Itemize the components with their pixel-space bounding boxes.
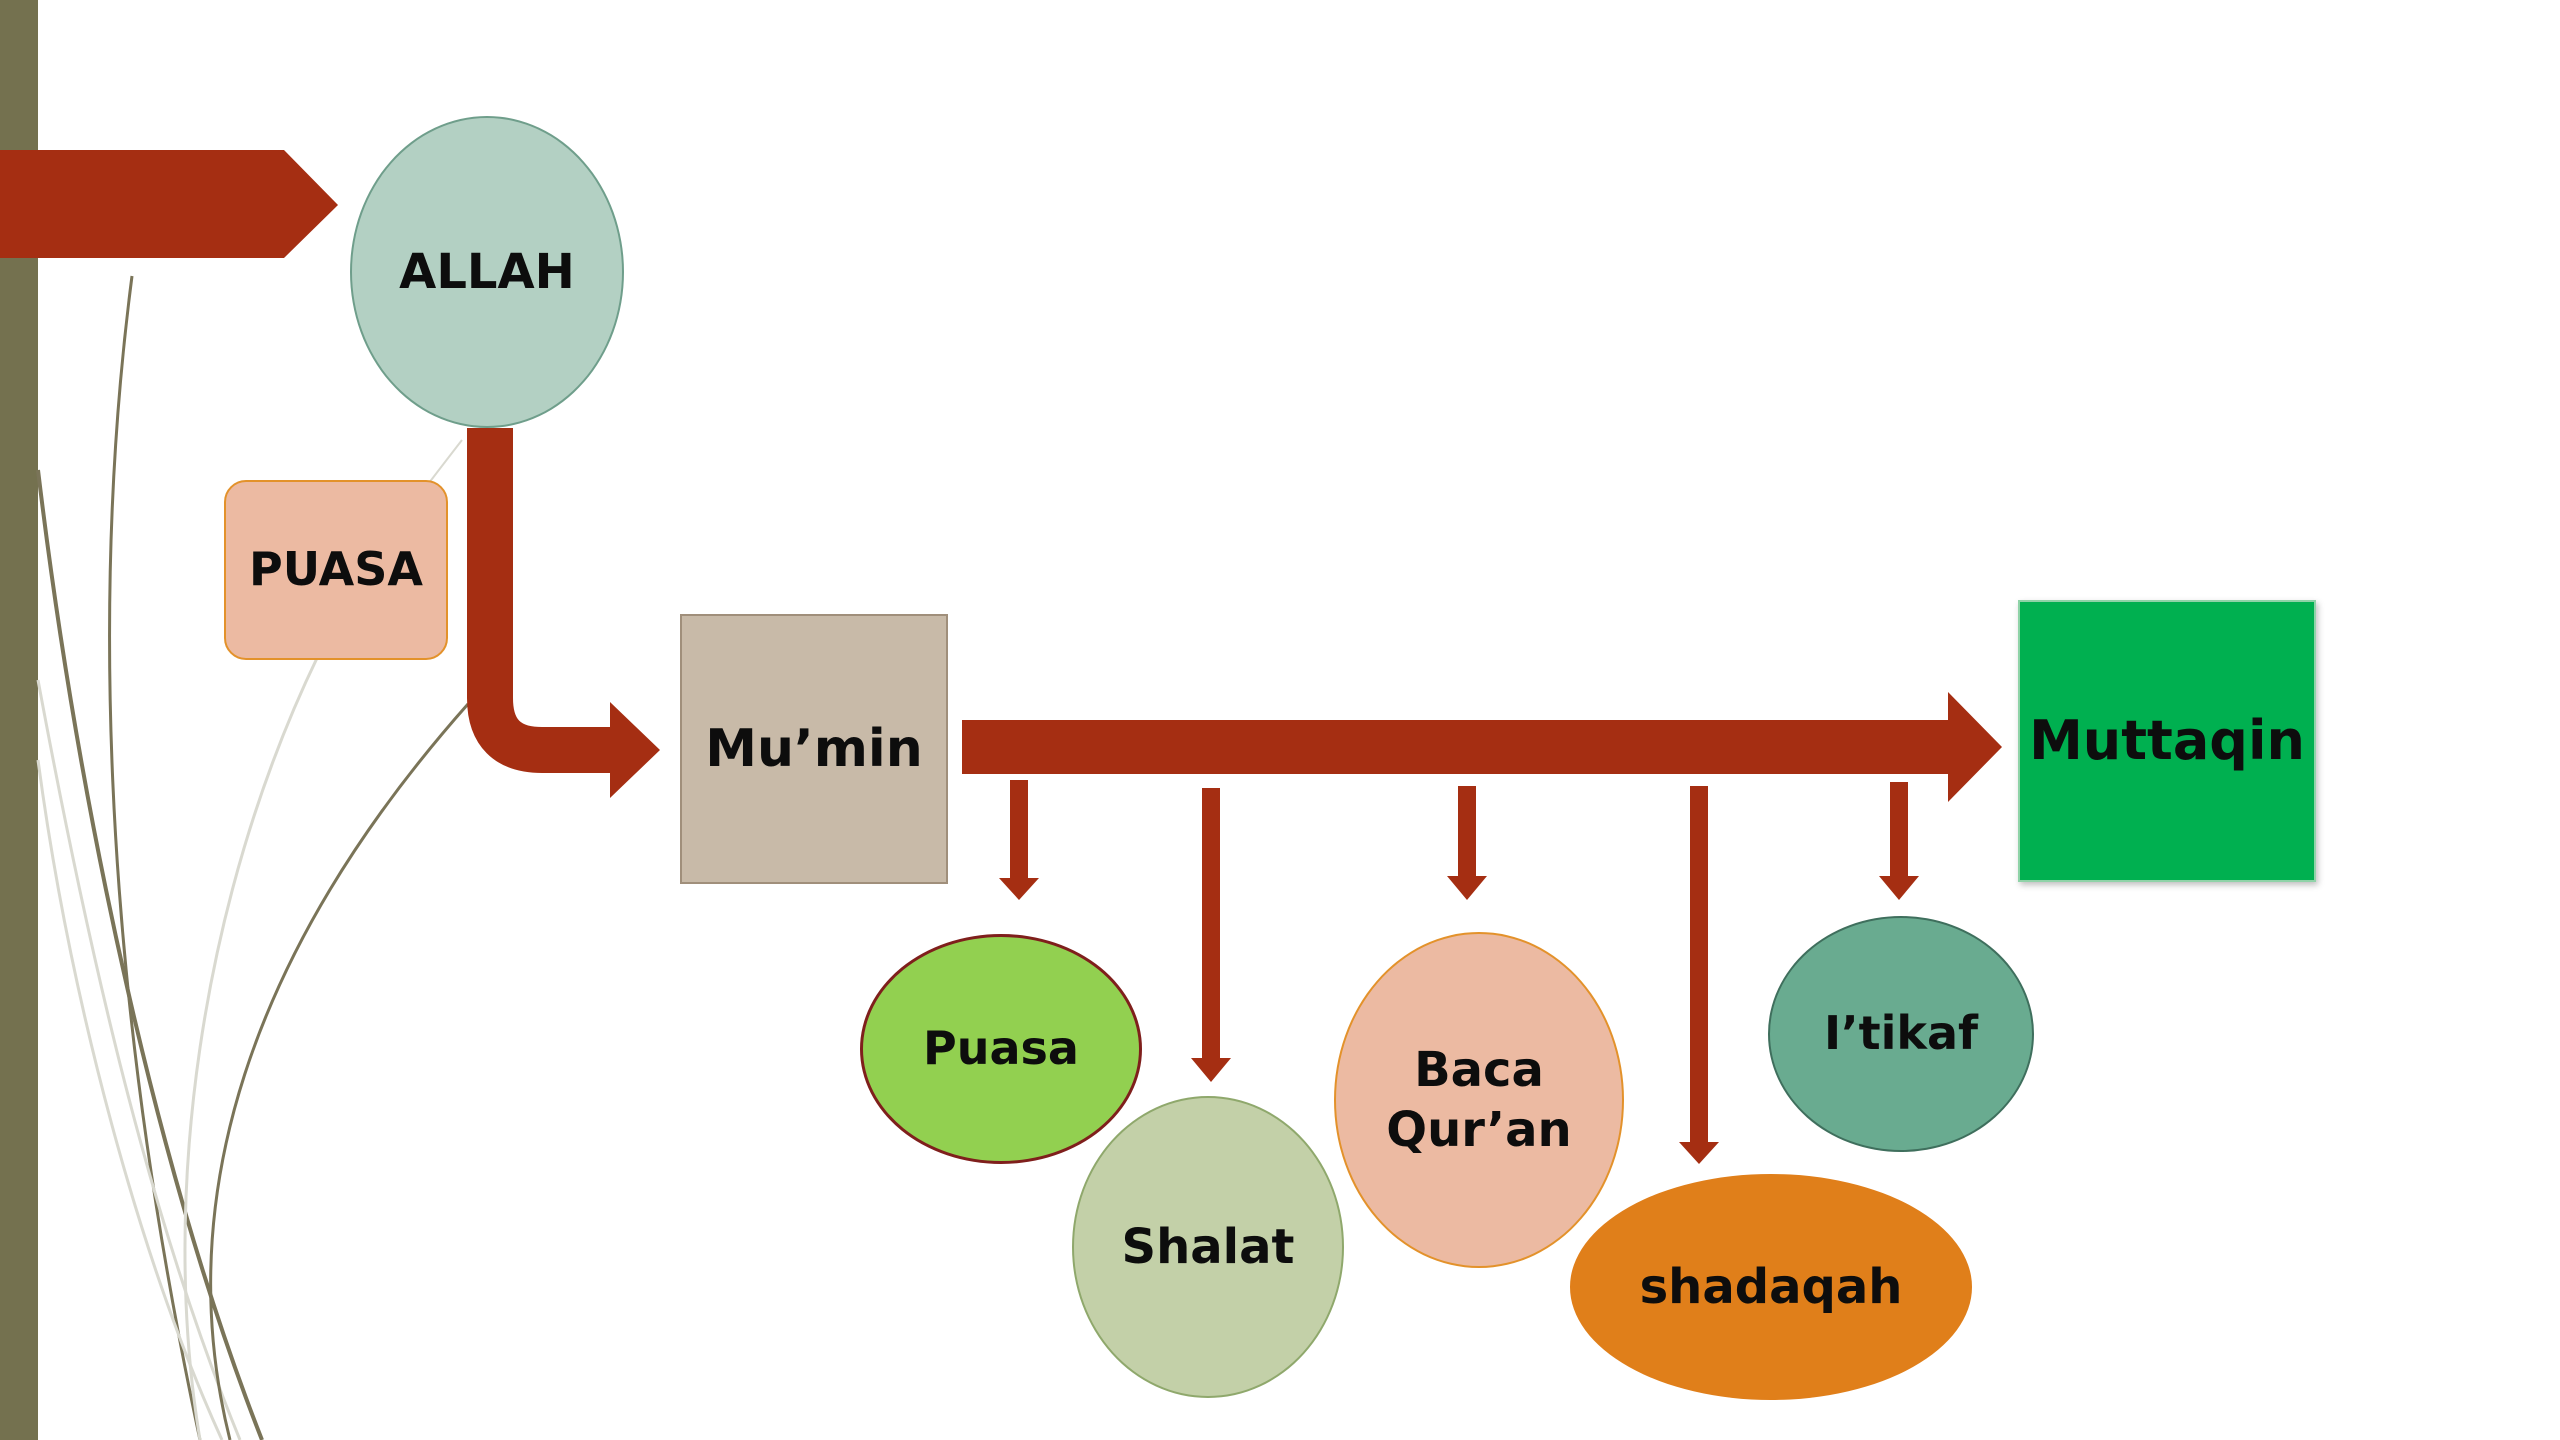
puasa-arrow (1010, 780, 1028, 880)
puasa-node: Puasa (860, 934, 1142, 1164)
puasa-arrowhead (999, 878, 1039, 900)
mumin-to-muttaqin-arrowhead (1948, 692, 2002, 802)
allah-node: ALLAH (350, 116, 624, 428)
title-arrow-icon (0, 150, 338, 258)
baca-quran-arrow (1458, 786, 1476, 878)
muttaqin-node: Muttaqin (2018, 600, 2316, 882)
puasa-label-box: PUASA (224, 480, 448, 660)
shalat-arrow (1202, 788, 1220, 1060)
allah-to-mumin-arrowhead (610, 702, 660, 798)
baca-quran-node: Baca Qur’an (1334, 932, 1624, 1268)
shadaqah-node: shadaqah (1570, 1174, 1972, 1400)
itikaf-arrowhead (1879, 876, 1919, 900)
itikaf-arrow (1890, 782, 1908, 878)
itikaf-node: I’tikaf (1768, 916, 2034, 1152)
mumin-node: Mu’min (680, 614, 948, 884)
baca-quran-arrowhead (1447, 876, 1487, 900)
mumin-to-muttaqin-arrow (962, 720, 1952, 774)
allah-to-mumin-arrow (467, 428, 614, 773)
shalat-arrowhead (1191, 1058, 1231, 1082)
shadaqah-arrowhead (1679, 1142, 1719, 1164)
shalat-node: Shalat (1072, 1096, 1344, 1398)
shadaqah-arrow (1690, 786, 1708, 1144)
